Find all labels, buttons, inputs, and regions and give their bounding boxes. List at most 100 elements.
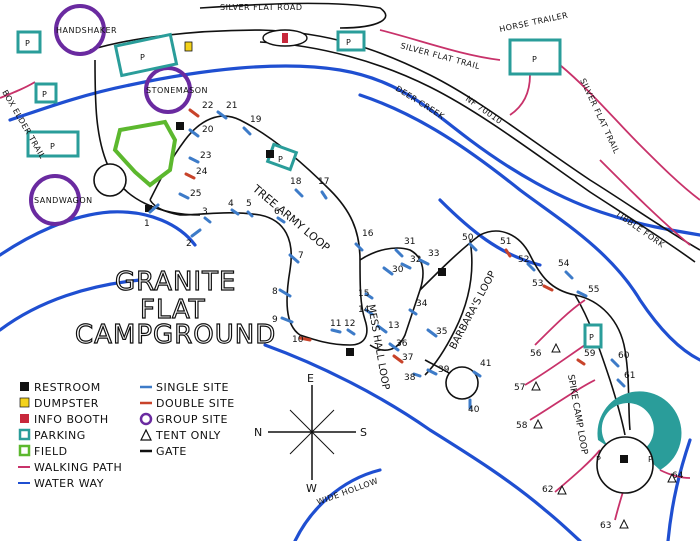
site-number: 37 xyxy=(402,353,413,363)
svg-text:P: P xyxy=(25,39,30,48)
compass-n: N xyxy=(254,426,262,439)
site-number: 56 xyxy=(530,349,542,359)
single-site-marker[interactable] xyxy=(418,258,430,266)
single-site-marker[interactable] xyxy=(276,216,286,224)
tibble-fork-trail xyxy=(599,159,691,246)
spike-trail-4 xyxy=(554,449,601,493)
label-deer-creek: DEER CREEK xyxy=(394,84,446,121)
tent-site-marker[interactable] xyxy=(551,342,561,353)
tent-site-marker[interactable] xyxy=(531,380,541,391)
restroom[interactable] xyxy=(346,348,354,356)
tent-site-marker[interactable] xyxy=(557,484,567,495)
single-site-marker[interactable] xyxy=(364,308,374,316)
single-site-marker[interactable] xyxy=(178,192,190,200)
double-site-marker[interactable] xyxy=(188,108,200,118)
single-site-marker[interactable] xyxy=(400,262,412,270)
single-site-marker[interactable] xyxy=(364,292,374,300)
double-site-marker[interactable] xyxy=(504,248,512,258)
single-site-marker[interactable] xyxy=(294,188,304,198)
site-number: 18 xyxy=(290,177,302,187)
double-site-marker[interactable] xyxy=(298,336,312,342)
parking-lot[interactable] xyxy=(508,38,562,76)
single-site-marker[interactable] xyxy=(346,328,356,336)
single-site-marker[interactable] xyxy=(610,358,620,368)
info-booth[interactable] xyxy=(282,33,288,43)
single-site-marker[interactable] xyxy=(408,308,418,316)
svg-text:P: P xyxy=(50,142,55,151)
single-site-marker[interactable] xyxy=(382,266,394,276)
single-site-marker[interactable] xyxy=(203,216,212,224)
site-number: 30 xyxy=(392,265,404,275)
tent-site-marker[interactable] xyxy=(533,418,543,429)
wide-hollow-creek xyxy=(263,343,582,541)
single-site-marker[interactable] xyxy=(188,156,200,164)
restroom[interactable] xyxy=(438,268,446,276)
single-site-marker[interactable] xyxy=(616,378,626,388)
legend-walking-path: WALKING PATH xyxy=(34,461,122,474)
single-site-marker[interactable] xyxy=(412,372,422,378)
creek-center xyxy=(438,198,542,267)
single-site-marker[interactable] xyxy=(388,342,400,352)
parking-lot[interactable] xyxy=(34,82,58,104)
restroom[interactable] xyxy=(266,150,274,158)
legend-field-swatch xyxy=(18,444,31,457)
main-road-lower xyxy=(259,41,696,263)
double-site-marker[interactable] xyxy=(184,172,196,180)
group-site-handshaker[interactable] xyxy=(54,4,106,56)
legend-info-booth: INFO BOOTH xyxy=(34,413,109,426)
parking-lot[interactable] xyxy=(113,32,179,78)
tent-site-marker[interactable] xyxy=(619,518,629,529)
single-site-marker[interactable] xyxy=(246,210,254,218)
spike-camp-turnaround: P P xyxy=(596,391,682,494)
single-site-marker[interactable] xyxy=(216,110,228,120)
tent-site-marker[interactable] xyxy=(667,472,677,483)
single-site-marker[interactable] xyxy=(426,368,438,376)
site-number: 63 xyxy=(600,521,611,531)
restroom[interactable] xyxy=(176,122,184,130)
single-site-marker[interactable] xyxy=(426,328,438,338)
site-number: 52 xyxy=(518,255,529,265)
single-site-marker[interactable] xyxy=(190,228,202,238)
single-site-marker[interactable] xyxy=(354,242,364,252)
site-number: 24 xyxy=(196,167,208,177)
single-site-marker[interactable] xyxy=(376,324,388,334)
single-site-marker[interactable] xyxy=(320,190,328,200)
double-site-marker[interactable] xyxy=(542,284,554,292)
single-site-marker[interactable] xyxy=(278,288,292,298)
site-number: 33 xyxy=(428,249,439,259)
label-silver-flat-road: SILVER FLAT ROAD xyxy=(220,3,303,12)
single-site-marker[interactable] xyxy=(230,208,240,216)
single-site-marker[interactable] xyxy=(576,290,588,298)
parking-lot[interactable] xyxy=(336,30,366,52)
legend-gate: GATE xyxy=(156,445,187,458)
single-site-marker[interactable] xyxy=(468,242,478,252)
title-line-2: FLAT xyxy=(140,295,206,325)
single-site-marker[interactable] xyxy=(472,370,482,378)
single-site-marker[interactable] xyxy=(288,253,300,264)
group-site-stonemason[interactable] xyxy=(144,66,192,114)
legend-tent-only: TENT ONLY xyxy=(155,429,221,442)
site-number: 17 xyxy=(318,177,329,187)
double-site-marker[interactable] xyxy=(392,354,404,364)
site-number: 39 xyxy=(438,365,450,375)
single-site-marker[interactable] xyxy=(280,316,294,324)
spike-trail-2 xyxy=(524,344,586,386)
site-number: 19 xyxy=(250,115,262,125)
parking-lot[interactable] xyxy=(26,130,80,158)
restroom[interactable] xyxy=(620,455,628,463)
single-site-marker[interactable] xyxy=(564,270,574,280)
double-site-marker[interactable] xyxy=(576,358,586,366)
single-site-marker[interactable] xyxy=(242,126,252,136)
group-site-sandwagon[interactable] xyxy=(29,174,81,226)
single-site-marker[interactable] xyxy=(188,128,200,138)
parking-lot[interactable] xyxy=(16,30,42,54)
legend-group-site: GROUP SITE xyxy=(156,413,228,426)
single-site-marker[interactable] xyxy=(526,262,536,272)
parking-lot[interactable] xyxy=(583,323,603,349)
site-number: 1 xyxy=(144,219,150,229)
restroom[interactable] xyxy=(145,205,152,212)
single-site-marker[interactable] xyxy=(330,328,342,334)
dumpster[interactable] xyxy=(184,41,193,52)
single-site-marker[interactable] xyxy=(148,203,160,214)
single-site-marker[interactable] xyxy=(394,248,404,258)
